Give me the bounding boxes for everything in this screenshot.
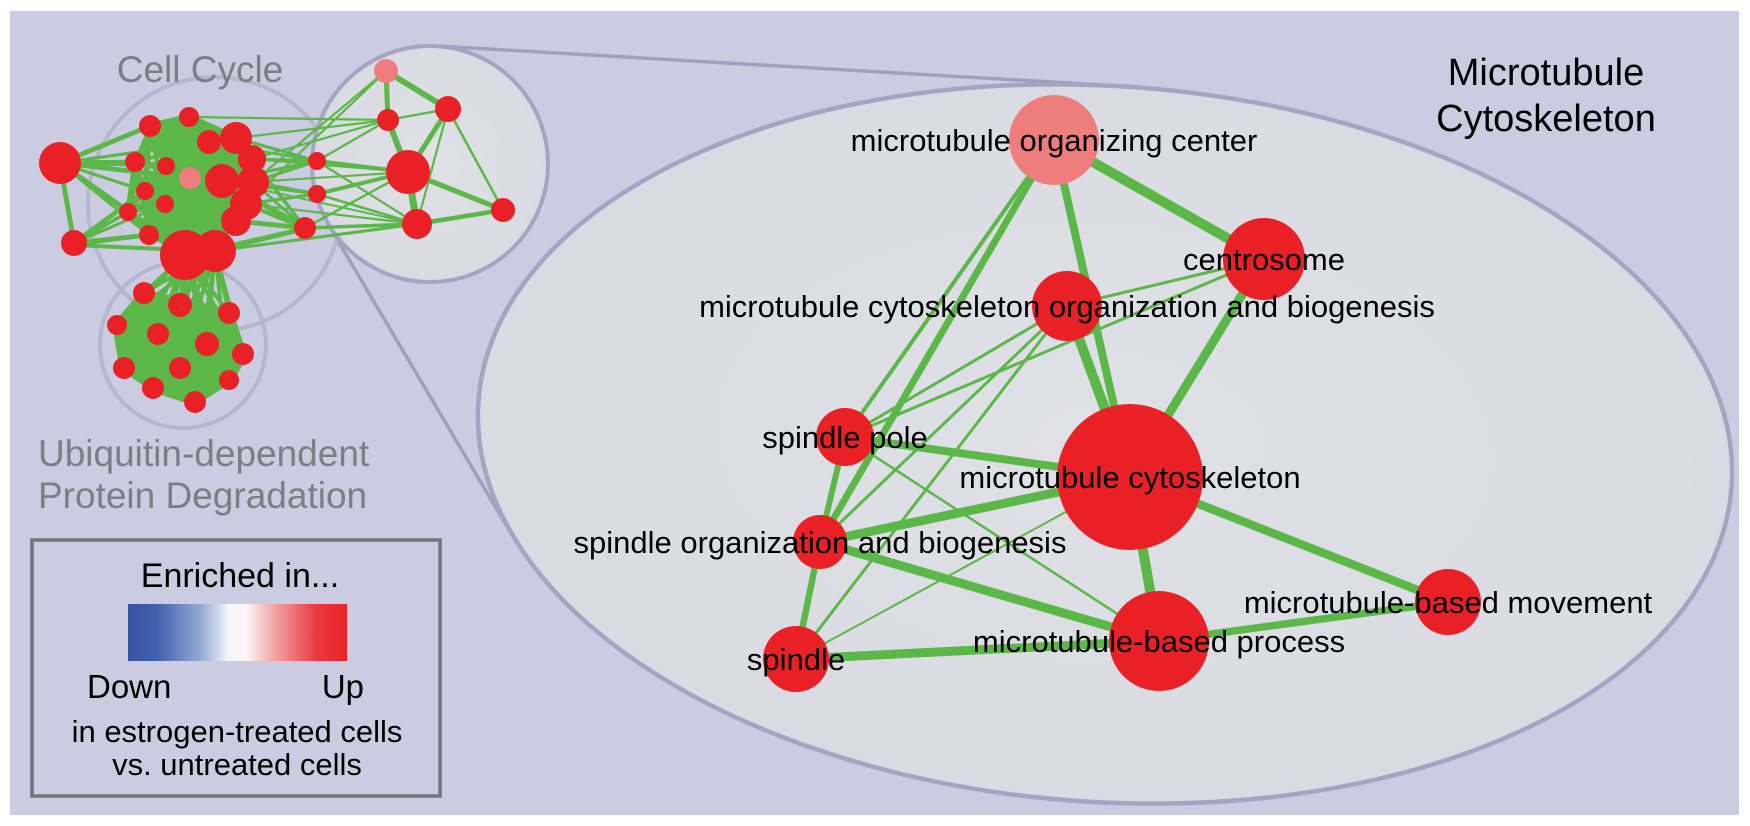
svg-text:microtubule cytoskeleton organ: microtubule cytoskeleton organization an… [699, 289, 1435, 324]
svg-text:Cytoskeleton: Cytoskeleton [1436, 98, 1656, 140]
svg-text:Enriched in...: Enriched in... [141, 557, 339, 595]
svg-text:spindle: spindle [747, 642, 845, 677]
svg-text:Microtubule: Microtubule [1448, 52, 1644, 94]
svg-text:in estrogen-treated cells: in estrogen-treated cells [72, 714, 403, 749]
svg-text:microtubule-based process: microtubule-based process [973, 624, 1345, 659]
svg-text:centrosome: centrosome [1183, 242, 1345, 277]
svg-text:microtubule cytoskeleton: microtubule cytoskeleton [959, 460, 1300, 495]
svg-text:Ubiquitin-dependent: Ubiquitin-dependent [38, 433, 370, 474]
svg-text:Protein Degradation: Protein Degradation [38, 475, 367, 516]
svg-text:spindle pole: spindle pole [762, 420, 927, 455]
svg-text:microtubule-based movement: microtubule-based movement [1244, 585, 1653, 620]
svg-text:microtubule organizing center: microtubule organizing center [851, 123, 1258, 158]
svg-text:Down: Down [87, 668, 171, 705]
svg-text:spindle organization and bioge: spindle organization and biogenesis [574, 525, 1067, 560]
svg-text:Up: Up [322, 668, 364, 705]
svg-text:Cell Cycle: Cell Cycle [117, 49, 284, 90]
svg-text:vs. untreated cells: vs. untreated cells [112, 747, 362, 782]
